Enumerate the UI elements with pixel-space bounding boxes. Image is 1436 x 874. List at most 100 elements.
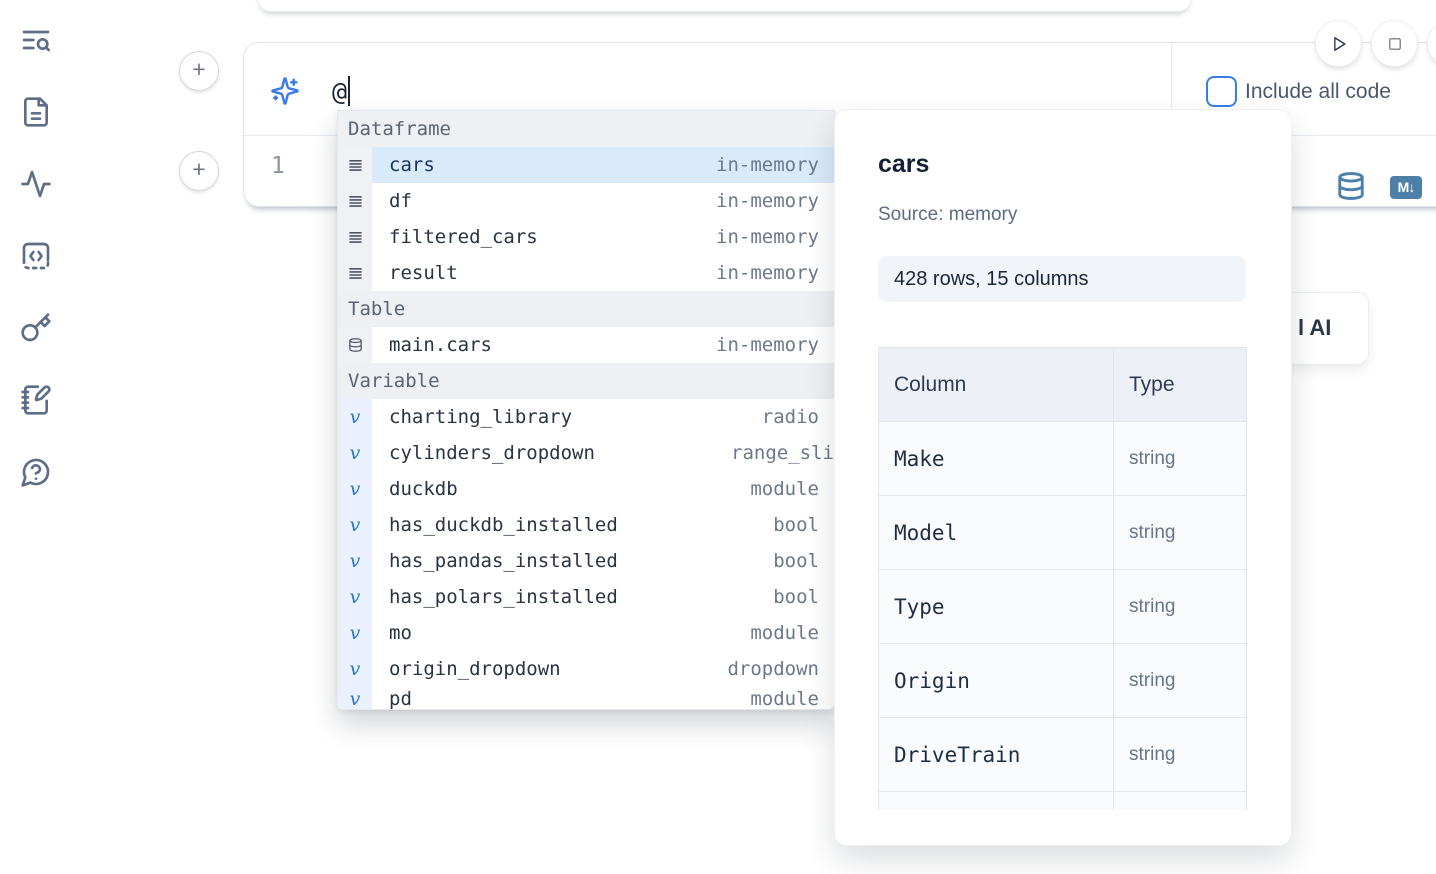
scratchpad-icon[interactable] (20, 384, 52, 416)
autocomplete-item-origin_dropdown[interactable]: v origin_dropdown dropdown (338, 651, 834, 687)
completion-detail: bool (773, 550, 819, 572)
column-type: string (1113, 495, 1247, 570)
ai-card-label: l AI (1298, 315, 1332, 340)
dataframe-icon (338, 219, 372, 255)
table-icon (338, 327, 372, 363)
autocomplete-item-has_polars_installed[interactable]: v has_polars_installed bool (338, 579, 834, 615)
list-search-icon[interactable] (20, 24, 52, 56)
schema-header-type: Type (1113, 347, 1247, 422)
autocomplete-section-header: Dataframe (338, 111, 834, 147)
completion-detail: in-memory (716, 190, 819, 212)
autocomplete-item-cylinders_dropdown[interactable]: v cylinders_dropdown range_sli (338, 435, 834, 471)
datasource-icon[interactable] (1336, 171, 1366, 201)
column-type: string (1113, 569, 1247, 644)
completion-detail: dropdown (727, 658, 819, 680)
variable-icon: v (338, 579, 372, 615)
activity-icon[interactable] (20, 168, 52, 200)
completion-detail: bool (773, 586, 819, 608)
dataframe-preview-panel: cars Source: memory 428 rows, 15 columns… (835, 110, 1291, 845)
completion-name: has_pandas_installed (389, 550, 618, 572)
key-icon[interactable] (20, 312, 52, 344)
column-name: Type (878, 569, 1114, 644)
completion-name: cars (389, 154, 435, 176)
completion-detail: radio (761, 406, 819, 428)
completion-detail: range_sli (731, 442, 834, 464)
dataframe-icon (338, 255, 372, 291)
autocomplete-item-df[interactable]: df in-memory (338, 183, 834, 219)
code-snippets-icon[interactable] (20, 240, 52, 272)
dataframe-icon (338, 183, 372, 219)
completion-detail: in-memory (716, 262, 819, 284)
help-icon[interactable] (20, 456, 52, 488)
stop-icon (1386, 35, 1404, 53)
stop-button[interactable] (1372, 21, 1417, 66)
autocomplete-item-cars[interactable]: cars in-memory (338, 147, 834, 183)
autocomplete-item-content: has_duckdb_installed bool (372, 507, 834, 543)
variable-icon: v (338, 435, 372, 471)
run-cell-button[interactable] (1316, 21, 1361, 66)
autocomplete-item-has_duckdb_installed[interactable]: v has_duckdb_installed bool (338, 507, 834, 543)
autocomplete-section-header: Variable (338, 363, 834, 399)
column-type: string (1113, 643, 1247, 718)
column-name: Make (878, 421, 1114, 496)
ai-prompt-input[interactable]: @ (332, 73, 351, 109)
include-all-code-checkbox[interactable] (1206, 76, 1237, 107)
completion-name: has_polars_installed (389, 586, 618, 608)
column-name: DriveTrain (878, 717, 1114, 792)
variable-icon: v (338, 615, 372, 651)
completion-name: charting_library (389, 406, 573, 428)
completion-detail: module (750, 688, 819, 710)
variable-icon: v (338, 507, 372, 543)
completion-name: duckdb (389, 478, 458, 500)
completion-detail: module (750, 622, 819, 644)
file-text-icon[interactable] (20, 96, 52, 128)
autocomplete-item-content: cylinders_dropdown range_sli (372, 435, 834, 471)
prompt-divider (1171, 43, 1172, 135)
add-cell-above-button[interactable]: + (179, 51, 219, 91)
completion-name: main.cars (389, 334, 492, 356)
variable-icon: v (338, 651, 372, 687)
completion-detail: in-memory (716, 226, 819, 248)
column-type: string (1113, 421, 1247, 496)
shape-badge: 428 rows, 15 columns (878, 256, 1246, 302)
add-cell-below-button[interactable]: + (179, 151, 219, 191)
text-cursor (348, 76, 351, 106)
overflow-button[interactable] (1428, 21, 1436, 66)
schema-row-partial (878, 791, 1247, 810)
column-name (878, 791, 1114, 810)
dataframe-icon (338, 147, 372, 183)
column-type (1113, 791, 1247, 810)
completion-name: cylinders_dropdown (389, 442, 595, 464)
completion-name: origin_dropdown (389, 658, 561, 680)
completion-detail: in-memory (716, 154, 819, 176)
completion-name: has_duckdb_installed (389, 514, 618, 536)
variable-icon: v (338, 471, 372, 507)
autocomplete-item-content: origin_dropdown dropdown (372, 651, 834, 687)
completion-name: df (389, 190, 412, 212)
column-name: Origin (878, 643, 1114, 718)
column-name: Model (878, 495, 1114, 570)
completion-detail: bool (773, 514, 819, 536)
schema-header-column: Column (878, 347, 1114, 422)
markdown-convert-icon[interactable]: M↓ (1390, 176, 1422, 199)
preview-source: Source: memory (878, 204, 1018, 225)
column-type: string (1113, 717, 1247, 792)
